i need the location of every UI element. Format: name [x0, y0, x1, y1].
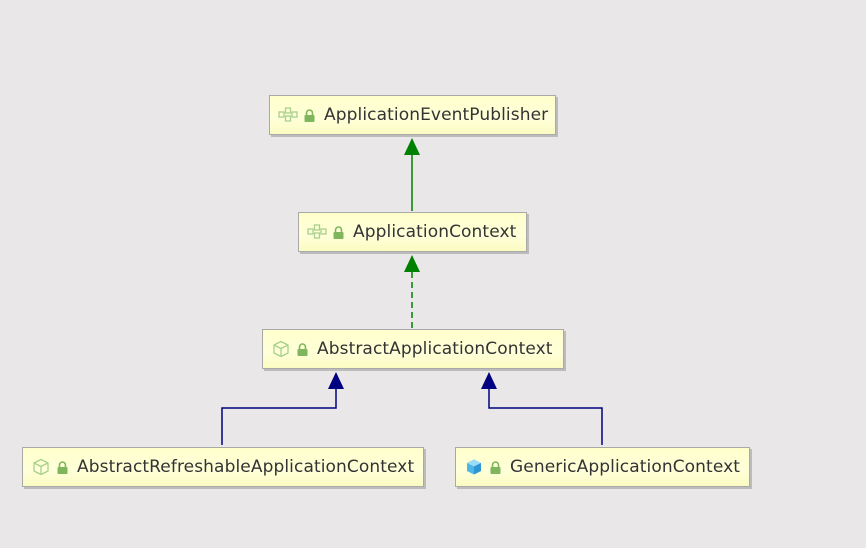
lock-icon	[331, 224, 345, 240]
node-label: ApplicationContext	[353, 222, 517, 242]
interface-icon	[307, 222, 327, 242]
node-label: AbstractApplicationContext	[317, 339, 553, 359]
arrowhead-abstract-right	[481, 372, 497, 389]
node-application-context[interactable]: ApplicationContext	[298, 212, 527, 252]
arrowhead-context	[404, 255, 420, 272]
node-abstract-refreshable-application-context[interactable]: AbstractRefreshableApplicationContext	[22, 447, 424, 487]
class-icon	[464, 457, 484, 477]
node-application-event-publisher[interactable]: ApplicationEventPublisher	[269, 95, 556, 135]
node-label: AbstractRefreshableApplicationContext	[77, 457, 415, 477]
node-label: GenericApplicationContext	[510, 457, 741, 477]
arrowhead-publisher	[404, 138, 420, 155]
arrowhead-abstract-left	[328, 372, 344, 389]
interface-icon	[278, 105, 298, 125]
edge-refreshable-to-abstract	[221, 389, 337, 445]
edge-generic-to-abstract	[488, 389, 603, 445]
lock-icon	[295, 341, 309, 357]
node-generic-application-context[interactable]: GenericApplicationContext	[455, 447, 750, 487]
node-abstract-application-context[interactable]: AbstractApplicationContext	[262, 329, 564, 369]
abstract-class-icon	[31, 457, 51, 477]
abstract-class-icon	[271, 339, 291, 359]
node-label: ApplicationEventPublisher	[324, 105, 549, 125]
lock-icon	[302, 107, 316, 123]
lock-icon	[488, 459, 502, 475]
lock-icon	[55, 459, 69, 475]
